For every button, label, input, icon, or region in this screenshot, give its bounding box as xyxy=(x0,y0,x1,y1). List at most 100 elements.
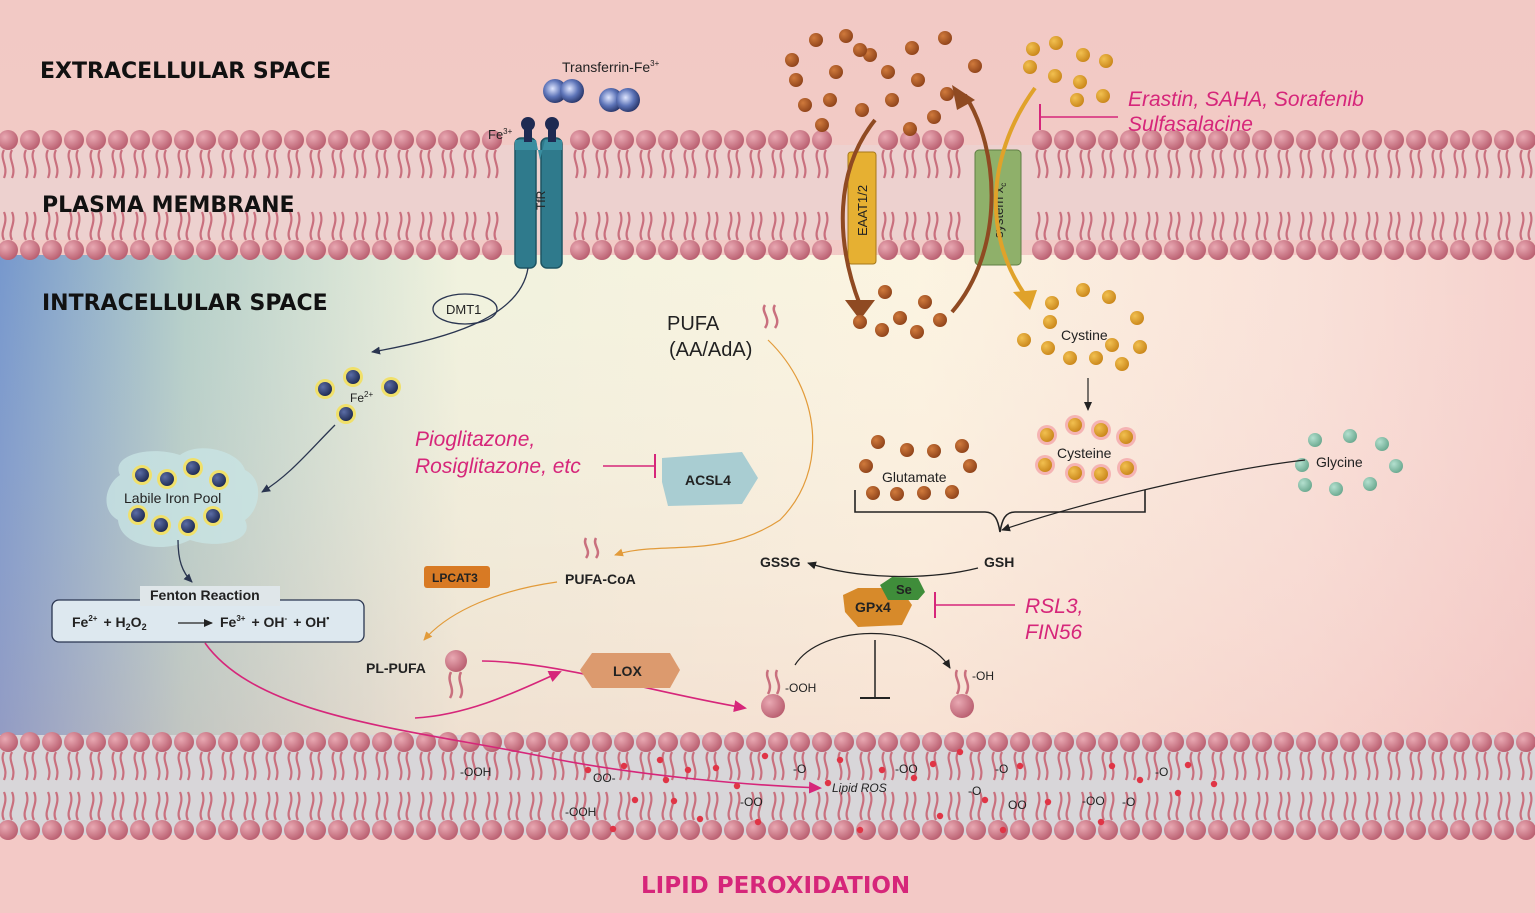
eaat-transporter xyxy=(847,151,877,265)
lower-outer-lipid xyxy=(790,791,810,840)
lower-outer-lipid xyxy=(570,791,590,840)
lower-outer-lipid xyxy=(64,791,84,840)
lipid-tail xyxy=(573,791,579,821)
lipid-tail xyxy=(603,791,609,821)
upper-outer-lipid xyxy=(1076,130,1096,179)
lipid-head xyxy=(966,732,986,752)
lipid-tail xyxy=(45,751,51,781)
lipid-head xyxy=(394,130,414,150)
extracellular-label: EXTRACELLULAR SPACE xyxy=(40,59,331,84)
lipid-tail xyxy=(331,791,337,821)
lower-inner-lipid xyxy=(614,732,634,781)
ros-radical-dot xyxy=(584,766,592,774)
lipid-head xyxy=(658,130,678,150)
lipid-tail xyxy=(97,791,103,821)
lipid-head xyxy=(394,732,414,752)
lipid-head xyxy=(64,820,84,840)
upper-outer-lipid xyxy=(1208,130,1228,179)
glutamate-molecule xyxy=(866,486,880,500)
lipid-head xyxy=(1274,240,1294,260)
lower-inner-lipid xyxy=(812,732,832,781)
lower-outer-lipid xyxy=(1142,791,1162,840)
lipid-tail xyxy=(427,149,433,179)
extracellular-cystine xyxy=(1023,36,1113,107)
lipid-tail xyxy=(793,211,799,241)
lipid-head xyxy=(438,240,458,260)
lipid-head xyxy=(174,240,194,260)
lipid-tail xyxy=(727,751,733,781)
ros-radical-dot xyxy=(684,766,692,774)
lower-outer-lipid xyxy=(746,791,766,840)
upper-inner-lipid xyxy=(614,211,634,260)
lipid-tail xyxy=(713,211,719,241)
lipid-tail xyxy=(1241,751,1247,781)
lipid-tail xyxy=(141,791,147,821)
lipid-head xyxy=(834,820,854,840)
lipid-tail xyxy=(823,791,829,821)
lower-inner-lipid xyxy=(1164,732,1184,781)
upper-inner-lipid xyxy=(1516,211,1535,260)
upper-outer-lipid xyxy=(1032,130,1052,179)
upper-outer-lipid xyxy=(1186,130,1206,179)
lipid-tail xyxy=(1475,791,1481,821)
cystine-molecule xyxy=(1076,283,1090,297)
lipid-tail xyxy=(1233,211,1239,241)
lipid-tail xyxy=(1307,211,1313,241)
lipid-tail xyxy=(1255,791,1261,821)
fenton-to-lox-arrow xyxy=(414,671,562,719)
lipid-tail xyxy=(67,751,73,781)
lower-outer-lipid xyxy=(1362,791,1382,840)
lipid-tail xyxy=(1189,751,1195,781)
glutamate-molecule xyxy=(955,439,969,453)
lipid-tail xyxy=(463,211,469,241)
lipid-tail xyxy=(903,791,909,821)
glutamate-molecule xyxy=(890,487,904,501)
upper-plasma-membrane xyxy=(0,130,1535,260)
lipid-tail xyxy=(617,791,623,821)
upper-outer-lipid xyxy=(152,130,172,179)
cystine-molecule xyxy=(1023,60,1037,74)
pufa-coa-label: PUFA-CoA xyxy=(565,571,636,587)
lipid-head xyxy=(1208,130,1228,150)
lipid-tail xyxy=(1277,211,1283,241)
upper-inner-lipid xyxy=(306,211,326,260)
lower-outer-lipid xyxy=(240,791,260,840)
lipid-tail xyxy=(1417,791,1423,821)
lipid-tail xyxy=(375,211,381,241)
fe2-ions xyxy=(315,367,401,424)
lipid-tail xyxy=(309,751,315,781)
lipid-tail xyxy=(1219,751,1225,781)
lipid-head xyxy=(1472,240,1492,260)
cystine-import-arrow xyxy=(993,86,1037,297)
upper-inner-lipid xyxy=(218,211,238,260)
lipid-tail xyxy=(801,149,807,179)
upper-inner-lipid xyxy=(240,211,260,260)
lipid-tail xyxy=(1145,791,1151,821)
lipid-tail xyxy=(757,211,763,241)
upper-outer-lipid xyxy=(1362,130,1382,179)
acsl4-label: ACSL4 xyxy=(685,472,731,488)
lipid-tail xyxy=(1373,149,1379,179)
upper-inner-lipid xyxy=(438,211,458,260)
lipid-tail xyxy=(397,211,403,241)
lipid-head xyxy=(702,130,722,150)
lipid-tail xyxy=(111,751,117,781)
lower-inner-lipid xyxy=(1296,732,1316,781)
upper-outer-lipid xyxy=(86,130,106,179)
lipid-tail xyxy=(639,149,645,179)
lipid-tail xyxy=(823,149,829,179)
cystine-molecule xyxy=(1070,93,1084,107)
lipid-tail xyxy=(1087,751,1093,781)
lipid-tail xyxy=(1431,791,1437,821)
lipid-tail xyxy=(1321,211,1327,241)
lipid-tail xyxy=(331,149,337,179)
lipid-tail xyxy=(287,211,293,241)
upper-outer-lipid xyxy=(394,130,414,179)
lipid-tail xyxy=(353,751,359,781)
lipid-head xyxy=(790,732,810,752)
lipid-head xyxy=(1384,732,1404,752)
lipid-tail xyxy=(749,149,755,179)
lipid-tail xyxy=(1131,791,1137,821)
lipid-tail xyxy=(449,211,455,241)
lower-outer-lipid xyxy=(262,791,282,840)
